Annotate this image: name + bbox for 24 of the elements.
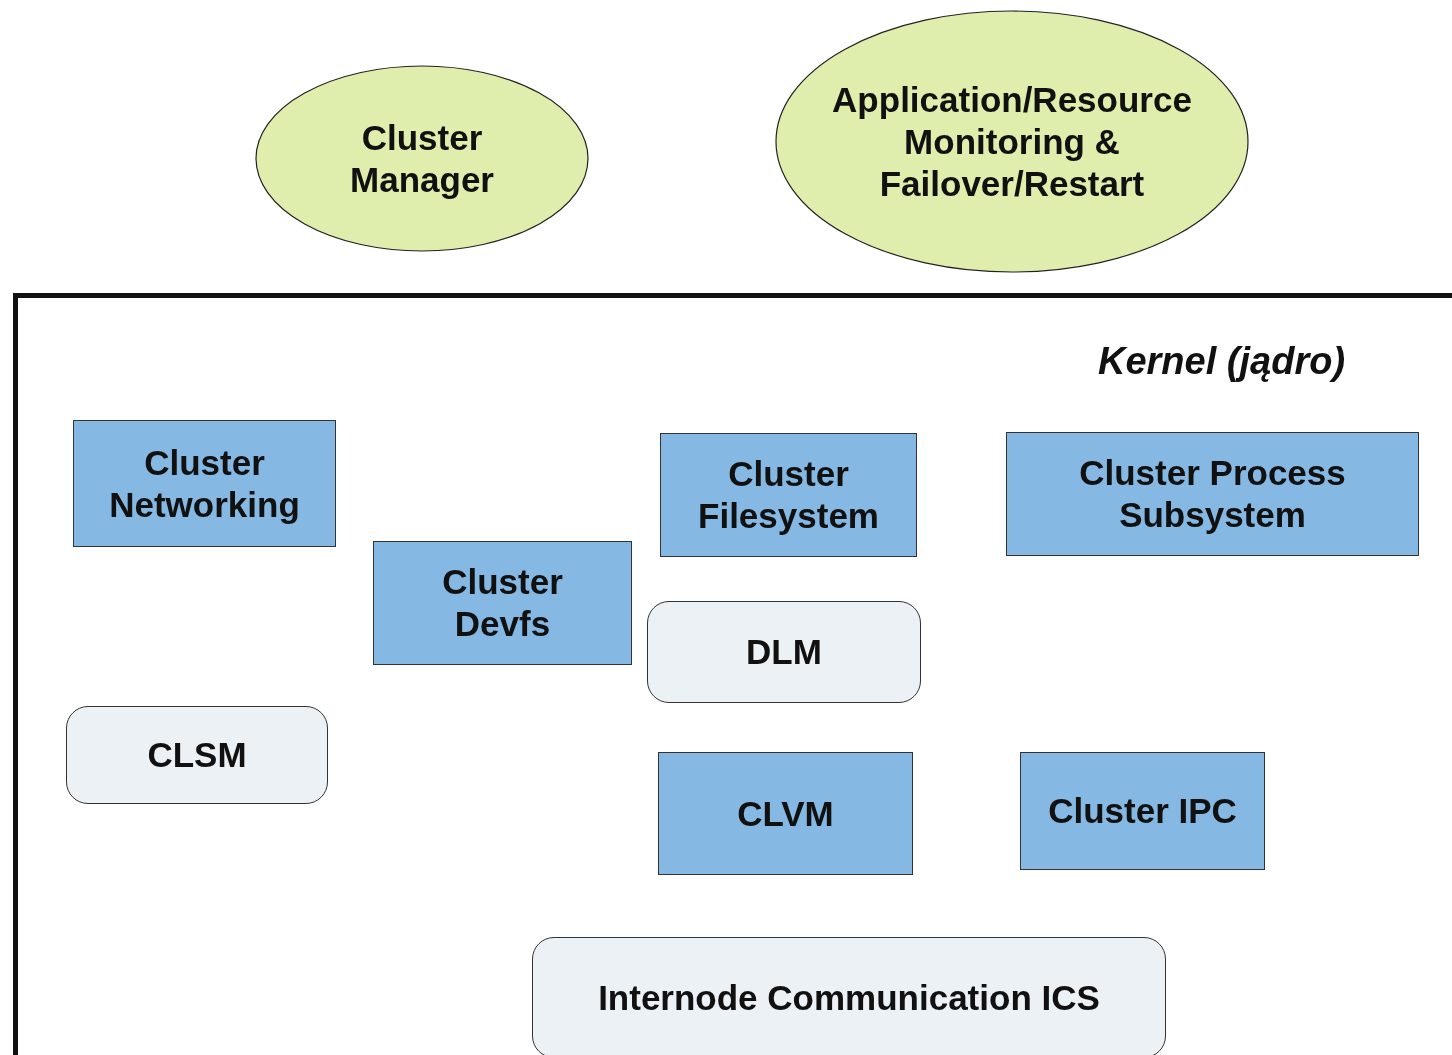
module-box [658,752,913,875]
node-label: Cluster Networking [108,441,301,526]
module-box [373,541,632,665]
node-label: Internode Communication ICS [598,976,1100,1019]
module-box [73,420,336,547]
node-label: Cluster Filesystem [697,453,880,537]
node-label: CLSM [147,734,247,776]
module-box [660,433,917,557]
rounded-box [66,706,328,804]
region-title: Kernel (jądro) [1098,340,1346,383]
rounded-box [532,937,1166,1055]
node-label: Cluster Devfs [441,561,564,645]
rounded-box [647,601,921,703]
ellipse-node [255,65,589,252]
kernel-region [13,293,1452,1055]
module-box [1020,752,1265,870]
node-label: DLM [746,631,822,673]
node-label: Cluster IPC [1048,790,1237,832]
node-label: Cluster Manager [349,116,495,201]
ellipse-node [775,10,1249,273]
node-label: Application/Resource Monitoring & Failover/Restart [831,78,1193,205]
module-box [1006,432,1419,556]
node-label: Cluster Process Subsystem [1078,452,1347,536]
node-label: CLVM [737,792,834,835]
